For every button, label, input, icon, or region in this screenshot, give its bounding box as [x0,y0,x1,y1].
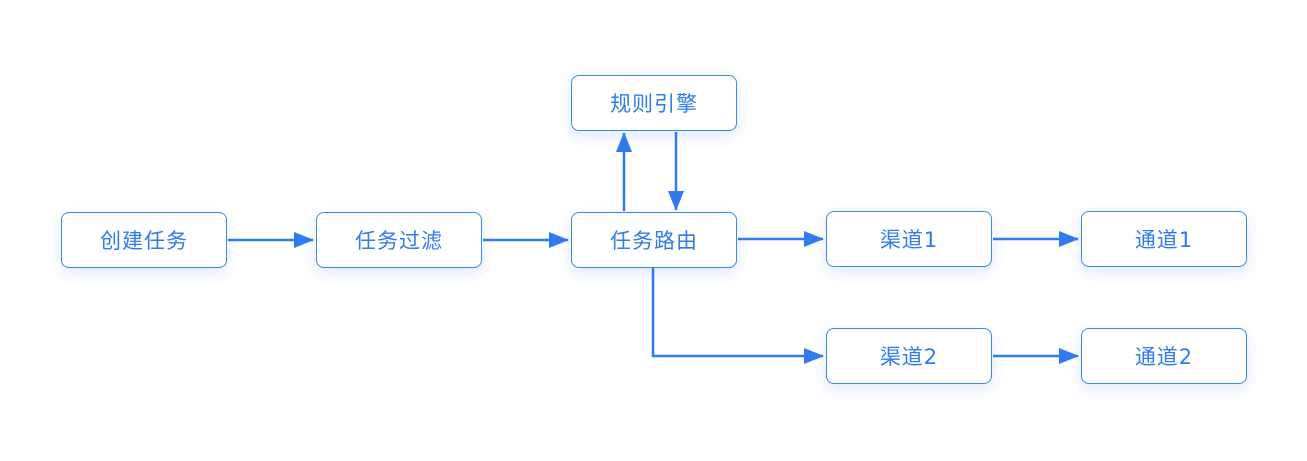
node-pipe-1[interactable]: 通道1 [1081,211,1247,267]
node-label: 渠道2 [879,345,939,369]
node-task-routing[interactable]: 任务路由 [571,212,737,268]
node-task-filter[interactable]: 任务过滤 [316,212,482,268]
node-rule-engine[interactable]: 规则引擎 [571,75,737,131]
node-label: 规则引擎 [610,92,698,116]
node-create-task[interactable]: 创建任务 [61,212,227,268]
node-label: 通道1 [1134,228,1194,252]
node-label: 任务过滤 [355,229,443,253]
node-channel-1[interactable]: 渠道1 [826,211,992,267]
node-label: 通道2 [1134,345,1194,369]
node-channel-2[interactable]: 渠道2 [826,328,992,384]
node-pipe-2[interactable]: 通道2 [1081,328,1247,384]
edge-routing-to-channel-2 [651,268,824,364]
node-label: 任务路由 [610,229,698,253]
node-label: 渠道1 [879,228,939,252]
node-label: 创建任务 [100,229,188,253]
